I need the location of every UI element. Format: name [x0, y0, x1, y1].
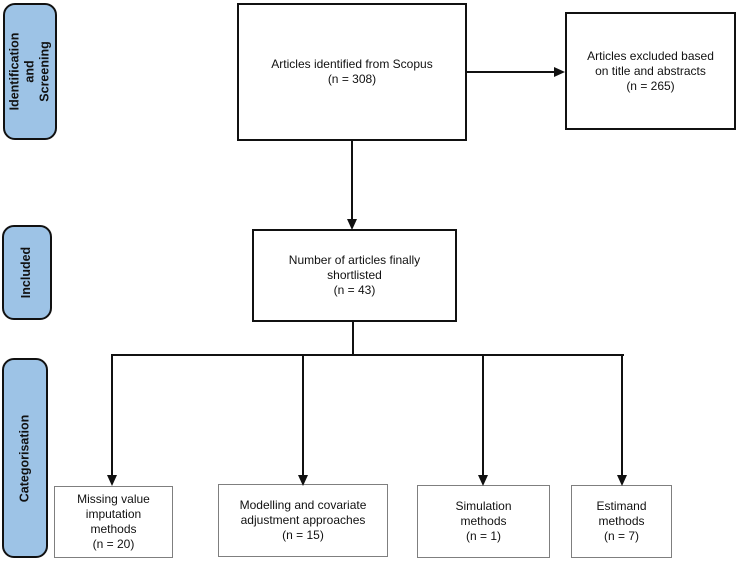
node-text: Estimand methods (n = 7) — [596, 499, 647, 543]
connector-branch-to-simulation — [482, 355, 484, 475]
node-text: Missing value imputation methods (n = 20… — [77, 492, 150, 551]
connector-branch-to-missing-value — [111, 355, 113, 475]
arrowhead-down-icon — [107, 475, 117, 486]
stage-label-included: Included — [2, 225, 52, 320]
arrowhead-down-icon — [617, 475, 627, 486]
stage-label-text: Categorisation — [17, 414, 32, 502]
node-text: Articles identified from Scopus (n = 308… — [271, 57, 433, 86]
node-articles-excluded: Articles excluded based on title and abs… — [565, 12, 736, 130]
arrowhead-down-icon — [478, 475, 488, 486]
connector-branch-to-estimand — [621, 355, 623, 475]
arrowhead-right-icon — [554, 67, 565, 77]
node-articles-shortlisted: Number of articles finally shortlisted (… — [252, 229, 457, 322]
node-articles-identified: Articles identified from Scopus (n = 308… — [237, 3, 467, 141]
connector-identified-to-excluded — [467, 71, 555, 73]
node-text: Simulation methods (n = 1) — [455, 499, 512, 543]
stage-label-text: Identification and Screening — [7, 32, 52, 111]
node-text: Modelling and covariate adjustment appro… — [239, 498, 367, 542]
connector-branch-to-modelling — [302, 355, 304, 475]
arrowhead-down-icon — [298, 475, 308, 486]
stage-label-identification-screening: Identification and Screening — [3, 3, 57, 140]
connector-shortlisted-stub — [352, 322, 354, 355]
connector-identified-to-shortlisted — [351, 141, 353, 219]
node-missing-value-imputation: Missing value imputation methods (n = 20… — [54, 486, 173, 558]
node-modelling-covariate-adjustment: Modelling and covariate adjustment appro… — [218, 484, 388, 557]
connector-branch-horizontal — [111, 354, 624, 356]
node-simulation-methods: Simulation methods (n = 1) — [417, 485, 550, 558]
stage-label-categorisation: Categorisation — [2, 358, 48, 558]
arrowhead-down-icon — [347, 219, 357, 230]
node-text: Number of articles finally shortlisted (… — [288, 253, 421, 297]
stage-label-text: Included — [19, 246, 34, 299]
node-estimand-methods: Estimand methods (n = 7) — [571, 485, 672, 558]
node-text: Articles excluded based on title and abs… — [587, 48, 714, 93]
